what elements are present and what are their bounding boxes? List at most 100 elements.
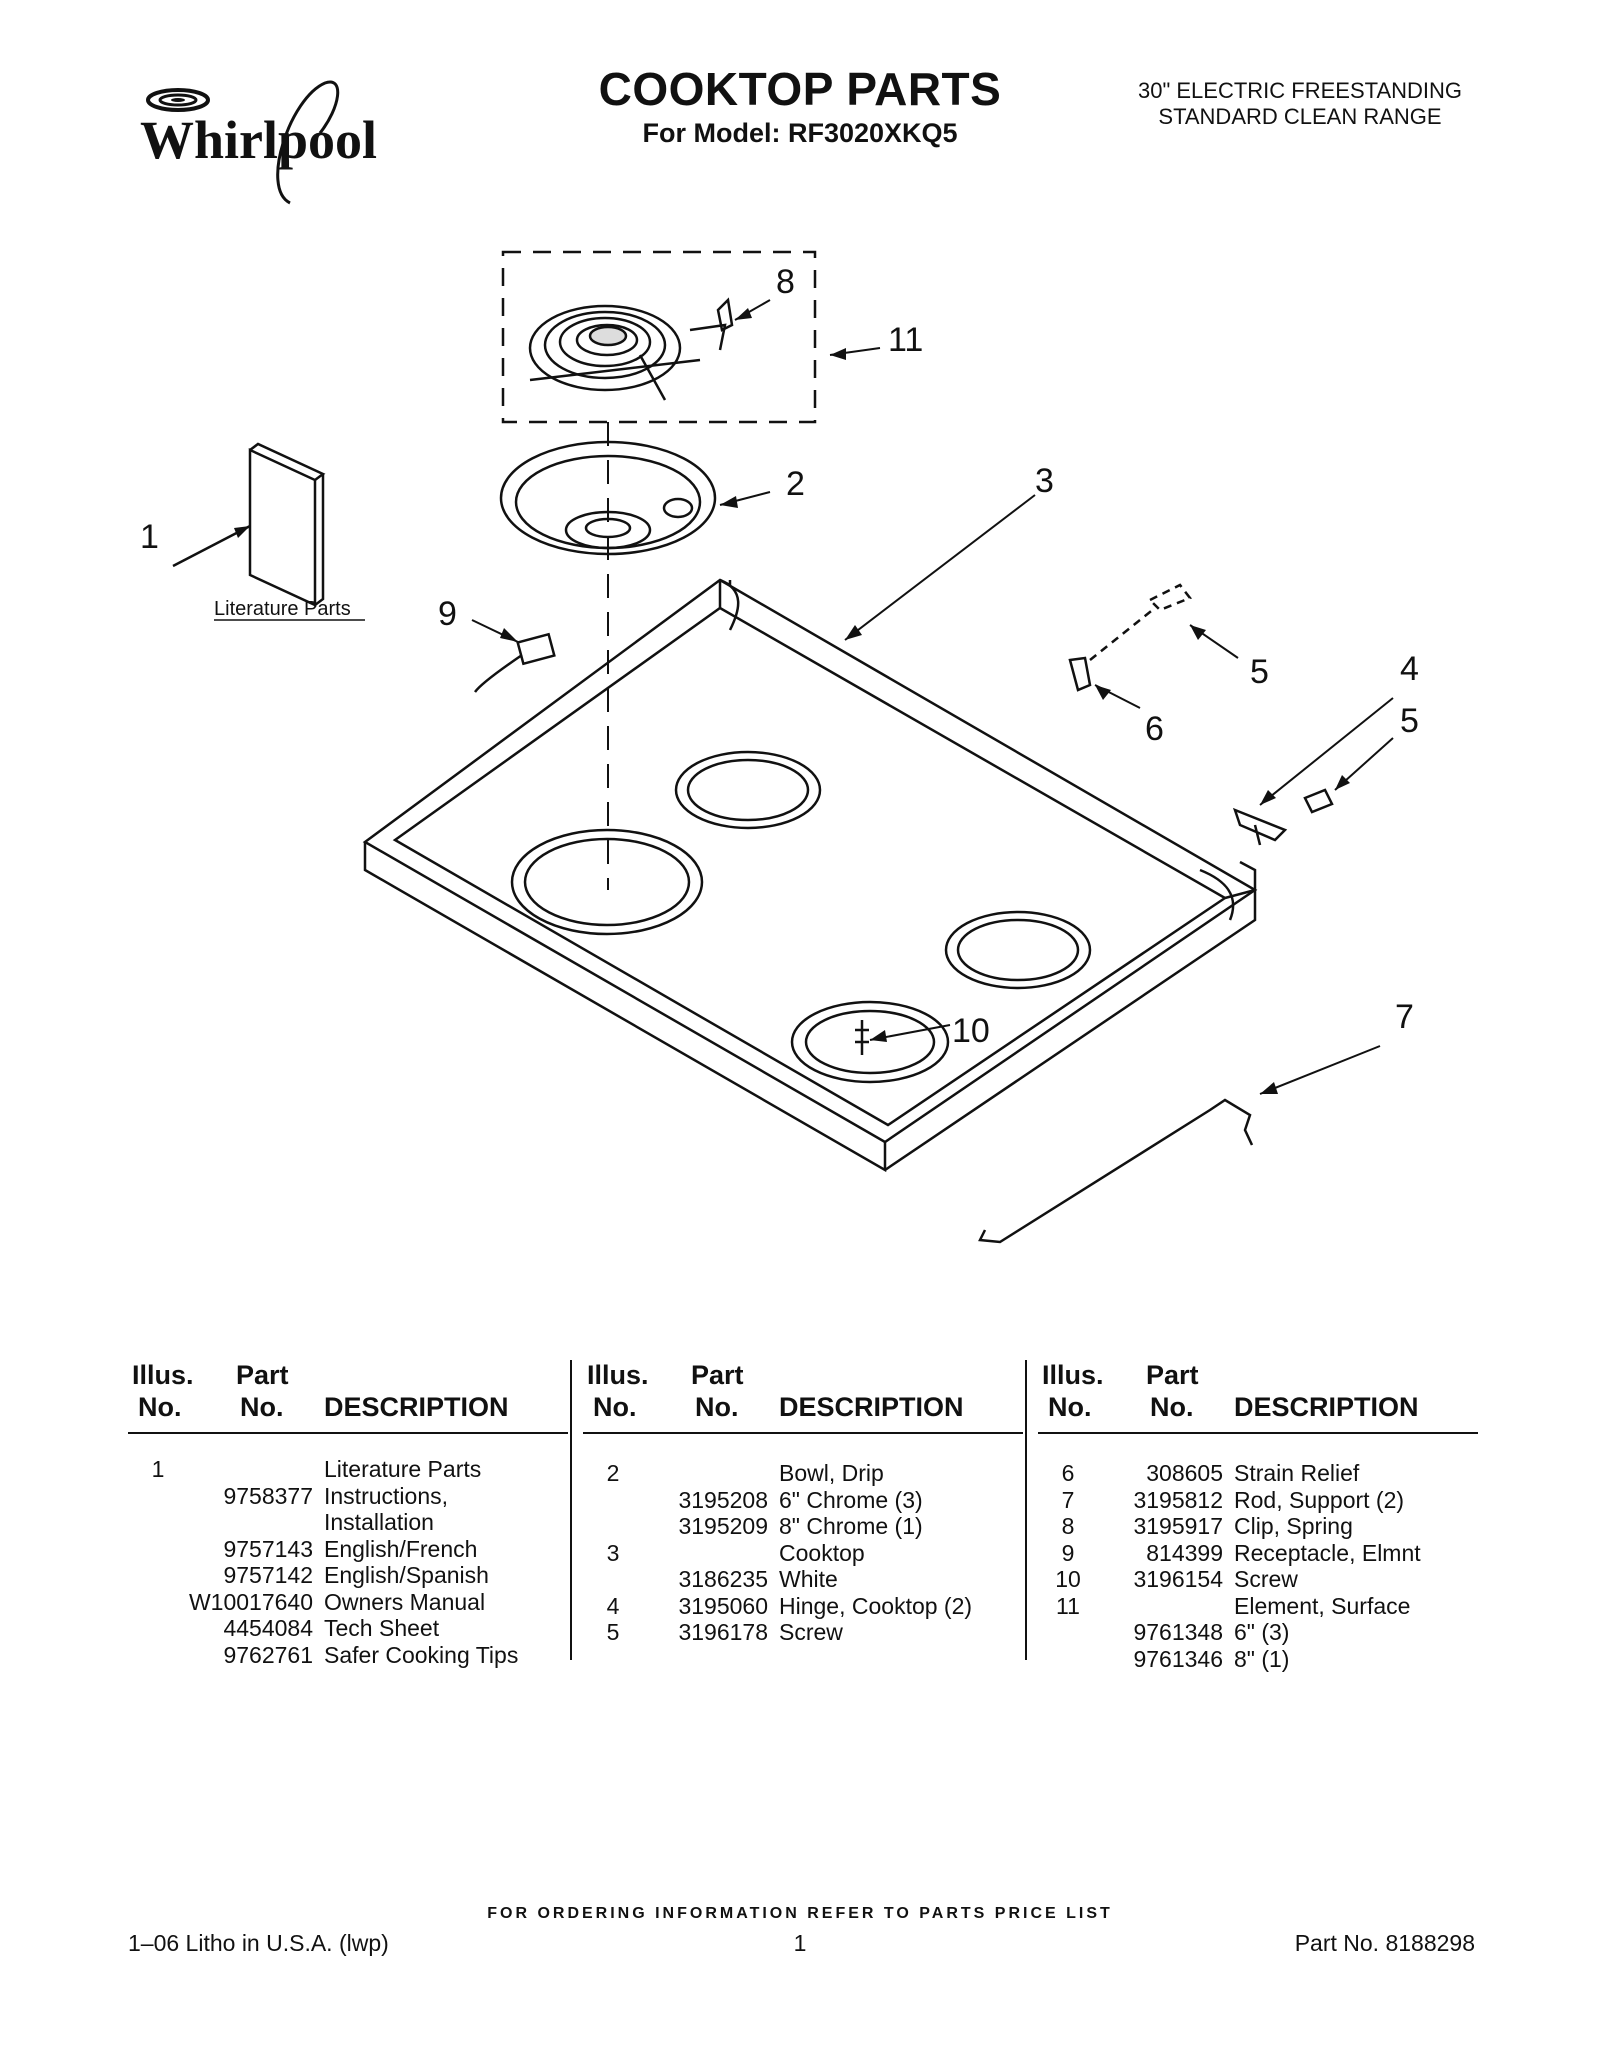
part-no: 9762761 [223,1641,313,1668]
table-row: 9762761 Safer Cooking Tips [128,1642,568,1669]
description: Safer Cooking Tips [324,1641,519,1668]
part-no: 9761346 [1133,1645,1223,1672]
callout-6: 6 [1145,710,1164,748]
whirlpool-logo: Whirlpool [140,80,377,205]
litho-note: 1–06 Litho in U.S.A. (lwp) [128,1930,389,1956]
spring-clip [716,297,734,332]
description: Instructions, [324,1482,448,1509]
description: Rod, Support (2) [1234,1486,1405,1513]
part-no: 3195209 [678,1513,768,1539]
illus-no: 6 [1061,1460,1075,1486]
part-no: 3195917 [1133,1513,1223,1539]
callout-3: 3 [1035,462,1054,500]
cooktop-panel [362,578,1258,1173]
cooktop-exploded-diagram: 1 2 3 4 5 5 6 7 8 9 10 11 Literature Par… [140,250,1419,1244]
strain-relief [1068,656,1092,692]
part-no: 3195208 [678,1486,768,1513]
illus-no: 8 [1061,1513,1075,1539]
description: Literature Parts [324,1456,482,1482]
table-header: Illus. No. Part No. DESCRIPTION [1038,1360,1478,1434]
description: Screw [1234,1566,1298,1592]
description: English/French [324,1535,478,1562]
callout-5-upper: 5 [1250,653,1269,691]
description: 6" Chrome (3) [779,1486,923,1513]
illus-no: 9 [1061,1539,1075,1566]
whirlpool-wordmark: Whirlpool [140,110,377,170]
illus-no: 5 [606,1619,620,1645]
table-row: 3195208 6" Chrome (3) [583,1487,1023,1514]
illus-no: 4 [606,1592,620,1619]
description: 6" (3) [1234,1619,1290,1645]
range-line-1: 30" ELECTRIC FREESTANDING [1137,78,1463,103]
part-no: 9758377 [223,1482,313,1509]
support-rod [978,1098,1254,1244]
description: 8" Chrome (1) [779,1513,923,1539]
header-part: Part [236,1360,289,1390]
illus-no: 1 [151,1456,165,1482]
part-no: 3195812 [1133,1486,1223,1513]
table-row: 3 Cooktop [583,1540,1023,1567]
document-part-number: Part No. 8188298 [1294,1930,1475,1956]
header-illus: Illus. [1042,1360,1104,1390]
part-no: 308605 [1146,1460,1223,1486]
range-line-2: STANDARD CLEAN RANGE [1158,104,1442,129]
surface-element [501,250,817,424]
model-subtitle: For Model: RF3020XKQ5 [642,118,958,148]
callout-5-lower: 5 [1400,702,1419,740]
part-no: 3195060 [678,1592,768,1619]
table-row: 8 3195917 Clip, Spring [1038,1513,1478,1540]
callout-11: 11 [888,321,923,359]
table-row: 3195209 8" Chrome (1) [583,1513,1023,1540]
header-part-no: No. [1150,1392,1194,1422]
description: English/Spanish [324,1562,489,1588]
callout-2: 2 [786,465,805,503]
part-no: 9757143 [223,1535,313,1562]
description: White [779,1566,838,1592]
page-number: 1 [793,1930,807,1956]
literature-booklet [172,442,326,607]
header-description: DESCRIPTION [779,1392,964,1422]
callout-1: 1 [140,518,159,556]
description: Installation [324,1509,434,1535]
table-row: Installation [128,1509,568,1536]
column-divider [1025,1360,1027,1660]
parts-table-column-1: Illus. No. Part No. DESCRIPTION 1 Literat… [128,1360,568,1668]
table-row: 9757143 English/French [128,1536,568,1563]
callout-9: 9 [438,595,457,633]
illus-no: 3 [606,1539,620,1566]
part-no: 4454084 [223,1615,313,1641]
literature-parts-label: Literature Parts [214,598,351,620]
description: Cooktop [779,1539,865,1566]
page-title: COOKTOP PARTS [598,63,1002,115]
header-part-no: No. [240,1392,284,1422]
receptacle [473,632,556,693]
column-divider [570,1360,572,1660]
header-illus-no: No. [593,1392,637,1422]
description: Clip, Spring [1234,1513,1353,1539]
callout-8: 8 [776,263,795,301]
header-description: DESCRIPTION [324,1392,509,1422]
screw-upper [1089,583,1192,661]
part-no: 3196154 [1133,1566,1223,1592]
header-illus: Illus. [132,1360,194,1390]
description: Element, Surface [1234,1592,1411,1619]
description: Owners Manual [324,1588,486,1615]
table-header: Illus. No. Part No. DESCRIPTION [128,1360,568,1434]
part-no: 3196178 [678,1619,768,1645]
description: Bowl, Drip [779,1460,884,1486]
header-part: Part [691,1360,744,1390]
table-row: 1 Literature Parts [128,1456,568,1483]
